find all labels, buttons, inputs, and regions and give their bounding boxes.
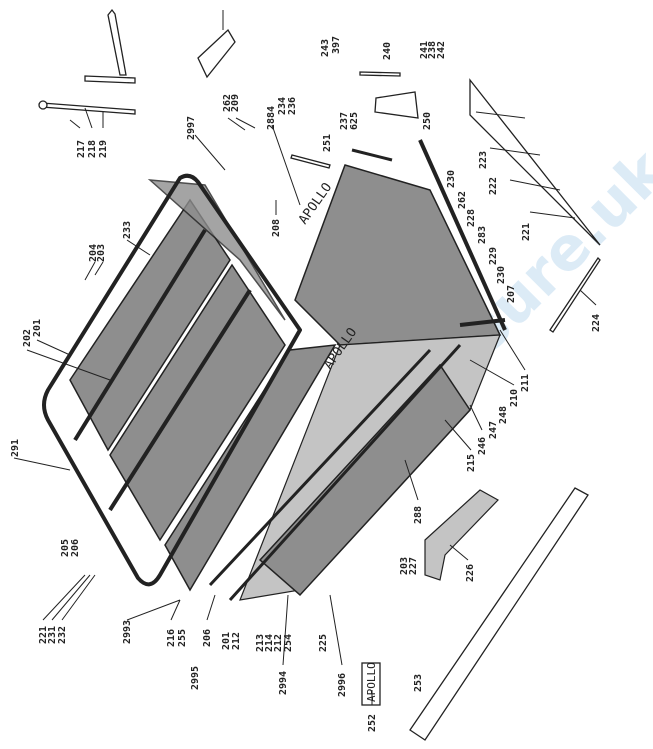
label-247: 247 [488, 421, 499, 439]
label-2994: 2994 [278, 671, 289, 695]
label-252: 252 [367, 714, 378, 732]
label-230: 230 [446, 170, 457, 188]
label-203: 203 [96, 244, 107, 262]
label-213: 213 [255, 634, 266, 652]
side-wall-panel [208, 139, 507, 602]
label-240: 240 [382, 42, 393, 60]
plank-part [197, 28, 236, 79]
label-224: 224 [591, 314, 602, 332]
label-2997: 2997 [186, 116, 197, 140]
label-218: 218 [87, 140, 98, 158]
label-291: 291 [10, 439, 21, 457]
label-2996: 2996 [337, 673, 348, 697]
support-pole [38, 100, 136, 115]
label-250: 250 [422, 112, 433, 130]
label-237: 237 [339, 112, 350, 130]
label-203b: 203 [399, 557, 410, 575]
label-2884: 2884 [266, 106, 277, 130]
label-209: 209 [230, 94, 241, 112]
roof-frame [42, 173, 337, 592]
label-2995: 2995 [190, 666, 201, 690]
label-211: 211 [520, 374, 531, 392]
label-232: 232 [57, 626, 68, 644]
label-201: 201 [32, 319, 43, 337]
label-241: 241 [419, 41, 430, 59]
label-228: 228 [466, 209, 477, 227]
label-246: 246 [477, 437, 488, 455]
label-226: 226 [465, 564, 476, 582]
label-225: 225 [318, 634, 329, 652]
hinge-block [374, 91, 419, 119]
label-205: 205 [60, 539, 71, 557]
bracket-226 [424, 489, 499, 581]
label-238: 238 [427, 41, 438, 59]
label-207: 207 [506, 285, 517, 303]
label-212b: 212 [273, 634, 284, 652]
label-248: 248 [498, 406, 509, 424]
apollo-plate [361, 662, 381, 706]
label-242: 242 [436, 41, 447, 59]
label-243: 243 [320, 39, 331, 57]
label-234: 234 [277, 97, 288, 115]
label-214: 214 [264, 634, 275, 652]
leader-lines [13, 107, 597, 705]
label-208: 208 [271, 219, 282, 237]
rod-224 [549, 256, 601, 333]
label-221b: 221 [38, 626, 49, 644]
label-2993: 2993 [122, 620, 133, 644]
label-217: 217 [76, 140, 87, 158]
label-215: 215 [466, 454, 477, 472]
label-201b: 201 [221, 632, 232, 650]
label-233: 233 [122, 221, 133, 239]
label-223: 223 [478, 151, 489, 169]
label-212: 212 [231, 632, 242, 650]
label-227: 227 [408, 557, 419, 575]
label-210: 210 [509, 389, 520, 407]
label-230b: 230 [496, 266, 507, 284]
label-236: 236 [287, 97, 298, 115]
part-labels: 217 218 219 262 209 2997 2884 234 236 24… [10, 36, 602, 732]
gutter-rail-253 [409, 487, 589, 741]
label-206b: 206 [202, 629, 213, 647]
rail-251 [290, 154, 331, 169]
label-231: 231 [47, 626, 58, 644]
label-625: 625 [349, 112, 360, 130]
label-221: 221 [521, 223, 532, 241]
label-397: 397 [331, 36, 342, 54]
label-283: 283 [477, 226, 488, 244]
label-262b: 262 [457, 191, 468, 209]
label-206: 206 [70, 539, 81, 557]
label-202: 202 [22, 329, 33, 347]
label-253: 253 [413, 674, 424, 692]
strip-240 [359, 71, 401, 77]
label-251: 251 [322, 134, 333, 152]
apollo-plate-text: APOLLO [365, 662, 378, 702]
awning-panel [469, 78, 601, 246]
seal-strip [351, 148, 393, 162]
label-288: 288 [413, 506, 424, 524]
label-204: 204 [88, 244, 99, 262]
label-219: 219 [98, 140, 109, 158]
label-254: 254 [283, 634, 294, 652]
label-216: 216 [166, 629, 177, 647]
label-229: 229 [488, 247, 499, 265]
label-222: 222 [488, 177, 499, 195]
stand-bracket [84, 8, 136, 84]
label-262: 262 [222, 94, 233, 112]
label-255: 255 [177, 629, 188, 647]
